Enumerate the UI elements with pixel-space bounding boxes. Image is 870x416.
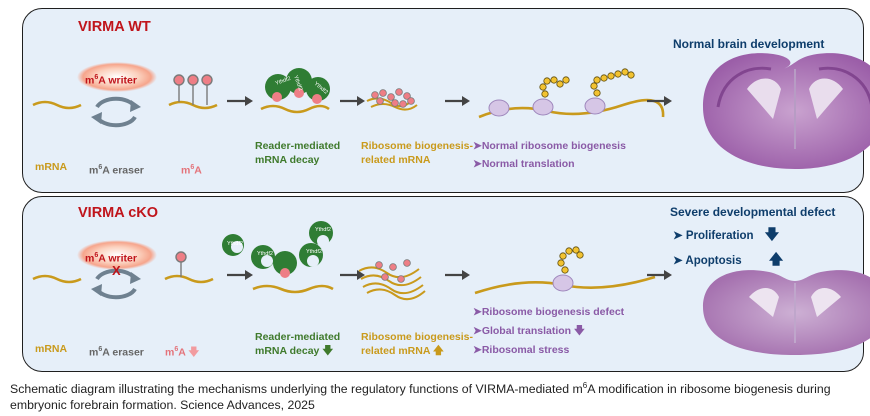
- cko-mrna-label: mRNA: [35, 343, 68, 355]
- phenotype-apoptosis: ➤ Apoptosis 🡅: [673, 251, 784, 267]
- up-arrow-icon: 🡅: [432, 345, 444, 357]
- wt-mrna-label: mRNA: [35, 161, 68, 173]
- phenotype-proliferation: ➤ Proliferation 🡇: [673, 226, 780, 242]
- wt-panel: Ythdf2 Ythdf2 Ythdf2: [22, 8, 870, 193]
- wt-effect-item: ➤Normal ribosome biogenesis: [473, 140, 626, 152]
- cko-m6a-label: m6A 🡇: [165, 346, 200, 359]
- cycle-arrows-icon: [95, 96, 137, 128]
- wt-title: VIRMA WT: [78, 19, 151, 35]
- defective-brain-image: [703, 270, 870, 355]
- blocked-x-icon: X: [112, 263, 121, 278]
- down-arrow-icon: 🡇: [188, 346, 200, 359]
- m6a-marks: [173, 74, 213, 105]
- cko-eraser-label: m6A eraser: [89, 346, 144, 359]
- svg-text:Ythdf2: Ythdf2: [306, 249, 322, 255]
- ribosome-mrna-cluster: [358, 259, 426, 301]
- flow-arrow: [445, 270, 470, 280]
- cko-effect-item: ➤Global translation 🡇: [473, 325, 585, 337]
- cko-effect-item: ➤Ribosomal stress: [473, 344, 570, 356]
- svg-text:Ythdf2: Ythdf2: [292, 75, 303, 92]
- wt-effects: ➤Normal ribosome biogenesis ➤Normal tran…: [473, 137, 626, 173]
- translating-ribosomes: [478, 68, 665, 119]
- wt-diagram: Ythdf2 Ythdf2 Ythdf2: [32, 53, 870, 169]
- cko-panel: X Ythdf2 Ythdf2 Ythdf2 Ythdf2: [22, 196, 870, 372]
- down-arrow-icon: 🡇: [764, 226, 780, 242]
- flow-arrow: [647, 270, 672, 280]
- cko-outcome: Severe developmental defect: [670, 205, 836, 219]
- svg-text:Ythdf2: Ythdf2: [275, 76, 292, 87]
- wt-outcome: Normal brain development: [673, 37, 825, 51]
- cko-diagram: X Ythdf2 Ythdf2 Ythdf2 Ythdf2: [32, 221, 870, 355]
- flow-arrow: [340, 270, 365, 280]
- wt-m6a-label: m6A: [181, 164, 202, 177]
- cko-effects: ➤Ribosome biogenesis defect ➤Global tran…: [473, 303, 624, 360]
- down-arrow-icon: 🡇: [322, 345, 334, 357]
- mrna-strand: [32, 100, 82, 110]
- flow-arrow: [227, 270, 253, 280]
- wt-eraser-label: m6A eraser: [89, 164, 144, 177]
- flow-arrow: [340, 96, 365, 106]
- flow-arrow: [227, 96, 253, 106]
- ribosome-mrna-cluster: [366, 88, 418, 111]
- flow-arrow: [445, 96, 470, 106]
- svg-text:Ythdf2: Ythdf2: [257, 251, 273, 257]
- figure-caption: Schematic diagram illustrating the mecha…: [10, 381, 831, 413]
- flow-arrow: [647, 96, 672, 106]
- cko-ribosome-label: Ribosome biogenesis-related mRNA 🡅: [361, 331, 474, 357]
- ythdf2-reader-icon: Ythdf2 Ythdf2 Ythdf2 Ythdf2: [222, 221, 333, 278]
- wt-effect-item: ➤Normal translation: [473, 158, 575, 170]
- svg-text:Ythdf2: Ythdf2: [227, 241, 243, 247]
- cko-effect-item: ➤Ribosome biogenesis defect: [473, 306, 625, 318]
- cko-phenotypes: ➤ Proliferation 🡇 ➤ Apoptosis 🡅: [673, 223, 783, 273]
- up-arrow-icon: 🡅: [768, 251, 784, 267]
- normal-brain-image: [703, 53, 870, 169]
- cko-writer-label: m6A writer: [85, 252, 137, 265]
- translating-ribosomes: [474, 246, 656, 295]
- wt-ribosome-label: Ribosome biogenesis-related mRNA: [361, 140, 474, 166]
- ythdf2-reader-icon: Ythdf2 Ythdf2 Ythdf2: [265, 68, 330, 104]
- wt-writer-label: m6A writer: [85, 74, 137, 87]
- cko-title: VIRMA cKO: [78, 205, 159, 221]
- svg-text:Ythdf2: Ythdf2: [315, 227, 331, 233]
- down-arrow-icon: 🡇: [574, 325, 585, 337]
- writer-glow: [77, 62, 157, 92]
